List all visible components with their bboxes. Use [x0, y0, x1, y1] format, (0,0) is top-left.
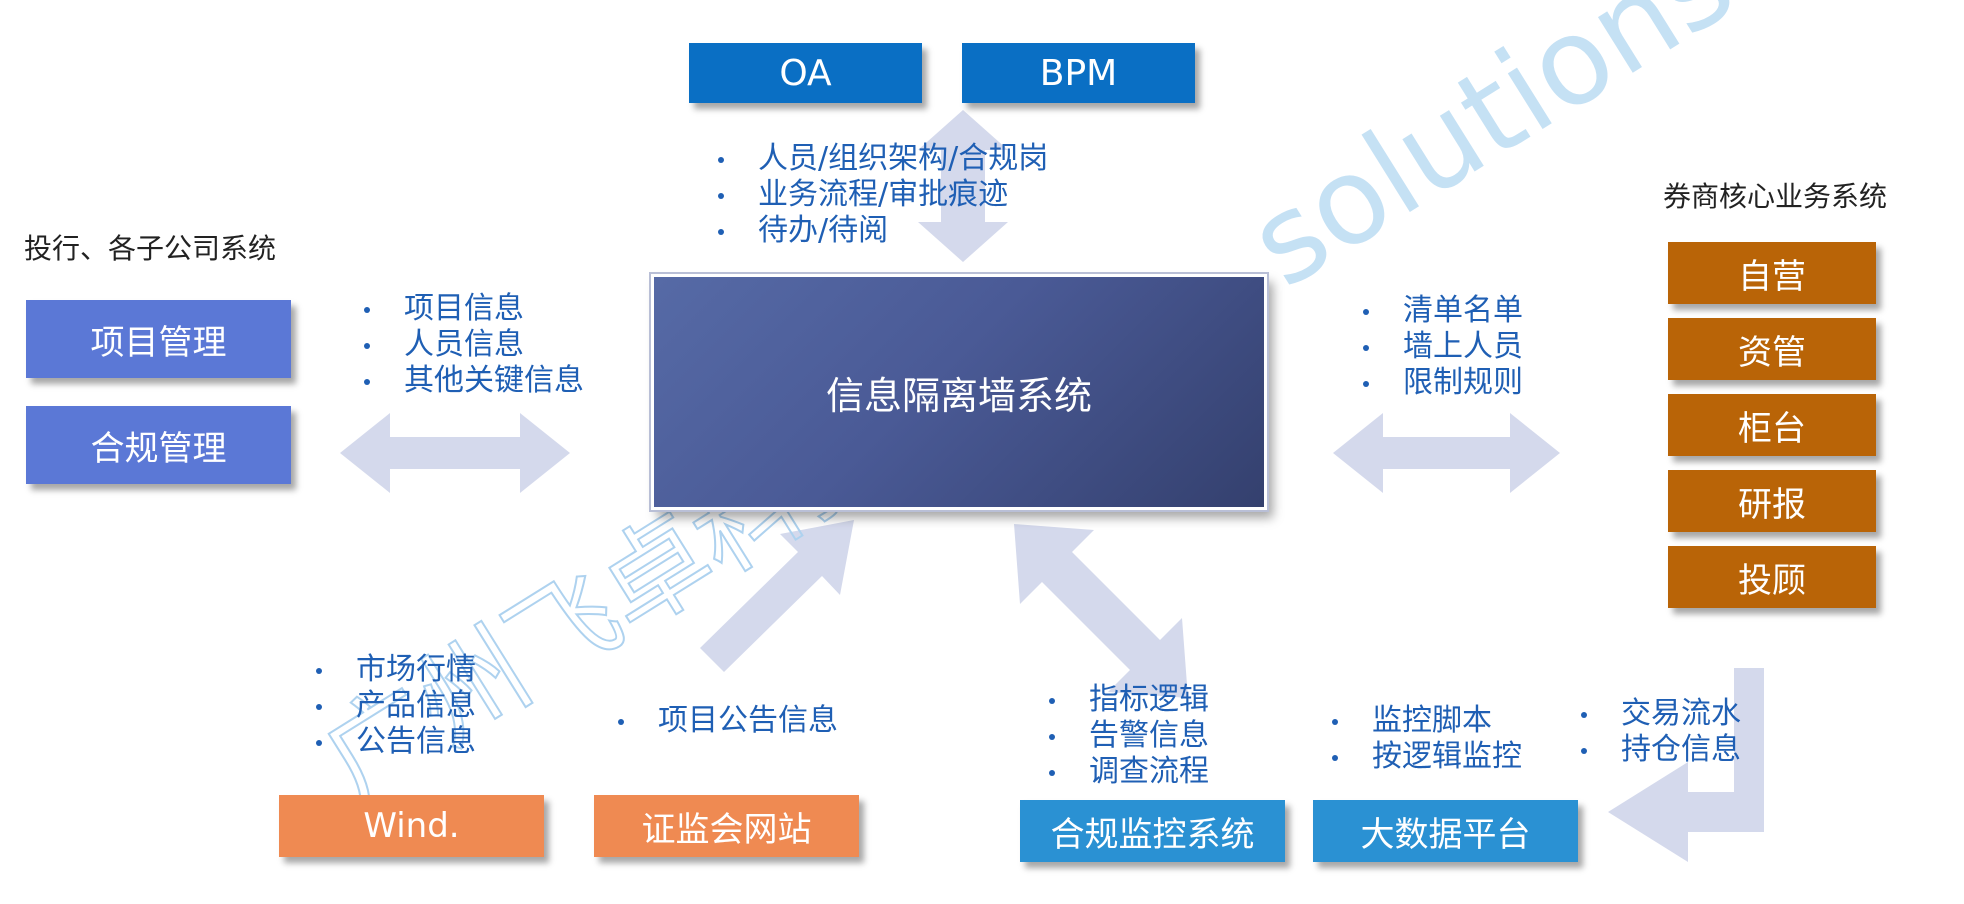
compliance-monitoring-box[interactable]: 合规监控系统 — [1020, 800, 1285, 862]
list-item: 墙上人员 — [1357, 329, 1523, 365]
list-item: 按逻辑监控 — [1326, 739, 1522, 775]
arrow-center-monitor — [1014, 524, 1188, 698]
list-item: 待办/待阅 — [712, 213, 1048, 249]
list-item: 公告信息 — [310, 724, 476, 760]
list-item: 限制规则 — [1357, 365, 1523, 401]
list-item: 持仓信息 — [1575, 732, 1741, 768]
oa-box[interactable]: OA — [689, 43, 922, 103]
list-item: 项目信息 — [358, 291, 584, 327]
wind-box[interactable]: Wind. — [279, 795, 544, 857]
right-bullets: 清单名单 墙上人员 限制规则 — [1357, 293, 1523, 401]
list-item: 业务流程/审批痕迹 — [712, 177, 1048, 213]
csrc-website-box[interactable]: 证监会网站 — [594, 795, 859, 857]
arrow-sources-to-center — [700, 520, 854, 672]
bottom-mid-bullets: 项目公告信息 — [612, 703, 838, 739]
top-bullets: 人员/组织架构/合规岗 业务流程/审批痕迹 待办/待阅 — [712, 141, 1048, 249]
left-bullets: 项目信息 人员信息 其他关键信息 — [358, 291, 584, 399]
arrow-left-horizontal — [340, 413, 570, 493]
bigdata-bullets: 监控脚本 按逻辑监控 — [1326, 703, 1522, 775]
list-item: 监控脚本 — [1326, 703, 1522, 739]
arrow-business-to-bigdata — [1608, 668, 1764, 862]
research-box[interactable]: 研报 — [1668, 470, 1876, 532]
asset-management-box[interactable]: 资管 — [1668, 318, 1876, 380]
list-item: 产品信息 — [310, 688, 476, 724]
list-item: 指标逻辑 — [1043, 682, 1209, 718]
list-item: 调查流程 — [1043, 754, 1209, 790]
info-barrier-system-box[interactable]: 信息隔离墙系统 — [649, 272, 1269, 512]
list-item: 项目公告信息 — [612, 703, 838, 739]
list-item: 人员信息 — [358, 327, 584, 363]
list-item: 人员/组织架构/合规岗 — [712, 141, 1048, 177]
compliance-management-box[interactable]: 合规管理 — [26, 406, 291, 484]
bpm-box[interactable]: BPM — [962, 43, 1195, 103]
list-item: 交易流水 — [1575, 696, 1741, 732]
investment-advisory-box[interactable]: 投顾 — [1668, 546, 1876, 608]
list-item: 其他关键信息 — [358, 363, 584, 399]
trade-bullets: 交易流水 持仓信息 — [1575, 696, 1741, 768]
list-item: 清单名单 — [1357, 293, 1523, 329]
list-item: 市场行情 — [310, 652, 476, 688]
arrow-top-vertical — [918, 110, 1008, 262]
monitor-bullets: 指标逻辑 告警信息 调查流程 — [1043, 682, 1209, 790]
arrow-right-horizontal — [1333, 413, 1560, 493]
counter-box[interactable]: 柜台 — [1668, 394, 1876, 456]
big-data-platform-box[interactable]: 大数据平台 — [1313, 800, 1578, 862]
left-section-title: 投行、各子公司系统 — [24, 232, 277, 265]
project-management-box[interactable]: 项目管理 — [26, 300, 291, 378]
proprietary-trading-box[interactable]: 自营 — [1668, 242, 1876, 304]
list-item: 告警信息 — [1043, 718, 1209, 754]
right-section-title: 券商核心业务系统 — [1663, 180, 1888, 213]
bottom-left-bullets: 市场行情 产品信息 公告信息 — [310, 652, 476, 760]
